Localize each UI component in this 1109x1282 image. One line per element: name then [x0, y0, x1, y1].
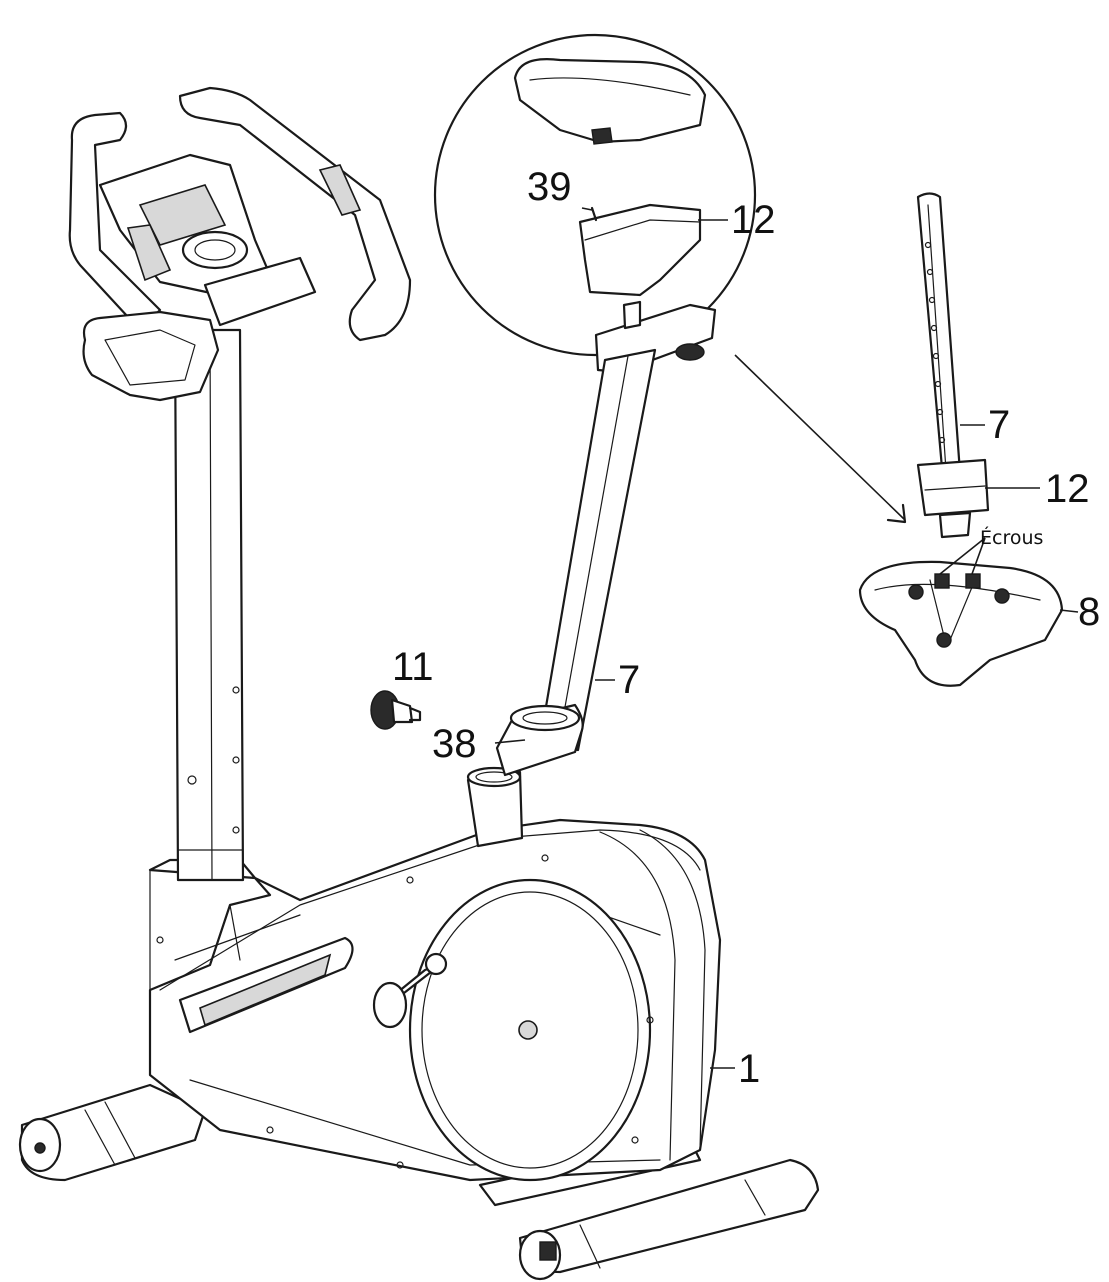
callout-nuts-label: Écrous — [980, 526, 1043, 549]
seat-adapter-detail — [916, 458, 990, 539]
callout-part-39: 39 — [527, 165, 572, 209]
zoom-pointer-arrow — [734, 354, 907, 524]
callout-part-7: 7 — [618, 658, 640, 702]
seat-post-main — [538, 348, 657, 752]
handlebar-post — [173, 328, 245, 882]
callout-part-38: 38 — [432, 722, 477, 766]
callout-part-8: 8 — [1078, 590, 1100, 634]
callout-part-12-detail: 12 — [1045, 467, 1090, 511]
rear-stabilizer — [478, 1138, 820, 1281]
callout-part-7-detail: 7 — [988, 403, 1010, 447]
front-stabilizer — [18, 1083, 207, 1182]
adjustment-knob — [370, 690, 422, 730]
seat-post-detail — [916, 192, 964, 504]
callout-part-1: 1 — [738, 1047, 760, 1091]
seat-post-bushing — [495, 703, 584, 777]
seat-detail-zoom-circle — [433, 33, 757, 374]
seat-saddle-detail — [858, 560, 1064, 687]
callout-part-11: 11 — [392, 645, 434, 689]
main-frame-shroud — [148, 766, 722, 1182]
callout-leaders — [494, 207, 1079, 1069]
handlebar-console — [68, 86, 412, 402]
callout-part-12: 12 — [731, 198, 776, 242]
